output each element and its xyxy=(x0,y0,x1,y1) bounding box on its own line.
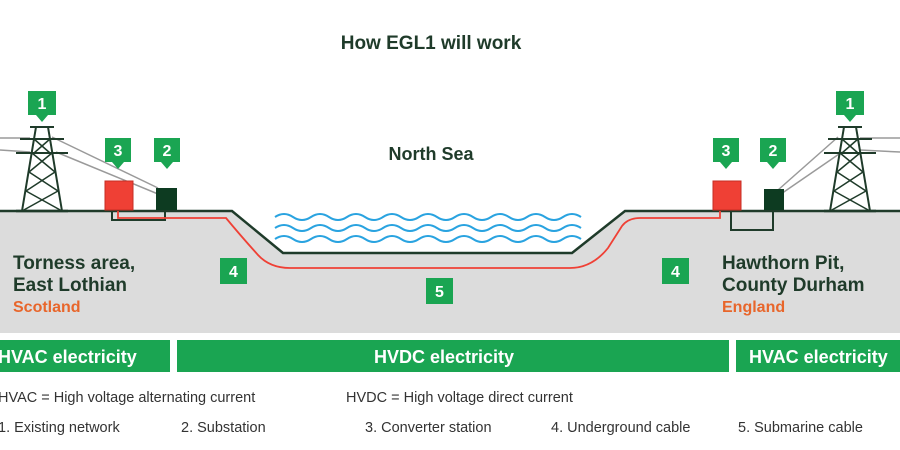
badge-underground-cable-left: 4 xyxy=(220,258,247,284)
legend-item-2: 2. Substation xyxy=(181,420,266,436)
badge-converter-station-left: 3 xyxy=(105,138,131,169)
svg-text:4: 4 xyxy=(229,264,238,281)
underground-link-left xyxy=(111,211,166,221)
band-hvac-left: HVAC electricity xyxy=(0,340,170,372)
badge-converter-station-right: 3 xyxy=(713,138,739,169)
converter-station-right xyxy=(712,180,742,211)
band-hvdc: HVDC electricity xyxy=(177,340,729,372)
legend-hvdc: HVDC = High voltage direct current xyxy=(346,390,573,406)
substation-left xyxy=(156,188,177,210)
sea-waves xyxy=(274,213,582,243)
existing-network-tower-right xyxy=(822,125,878,213)
badge-substation-right: 2 xyxy=(760,138,786,169)
badge-existing-network-left: 1 xyxy=(28,91,56,122)
band-hvac-right: HVAC electricity xyxy=(736,340,900,372)
overhead-lines xyxy=(0,136,900,197)
badge-substation-left: 2 xyxy=(154,138,180,169)
legend-item-5: 5. Submarine cable xyxy=(738,420,863,436)
left-country: Scotland xyxy=(13,299,81,316)
left-location-line2: East Lothian xyxy=(13,275,127,296)
svg-text:3: 3 xyxy=(114,143,123,160)
badge-submarine-cable: 5 xyxy=(426,278,453,304)
right-location-line1: Hawthorn Pit, xyxy=(722,253,844,274)
svg-text:3: 3 xyxy=(722,143,731,160)
badge-existing-network-right: 1 xyxy=(836,91,864,122)
svg-text:2: 2 xyxy=(769,143,778,160)
right-location-line2: County Durham xyxy=(722,275,865,296)
svg-text:1: 1 xyxy=(38,96,47,113)
ground-cross-section xyxy=(0,211,900,333)
badge-underground-cable-right: 4 xyxy=(662,258,689,284)
legend-item-3: 3. Converter station xyxy=(365,420,492,436)
svg-text:HVAC electricity: HVAC electricity xyxy=(0,347,137,367)
left-location-line1: Torness area, xyxy=(13,253,135,274)
svg-text:HVAC electricity: HVAC electricity xyxy=(749,347,888,367)
legend-item-1: 1. Existing network xyxy=(0,420,120,436)
svg-text:1: 1 xyxy=(846,96,855,113)
underground-link-right xyxy=(730,211,774,231)
svg-text:5: 5 xyxy=(435,284,444,301)
svg-text:4: 4 xyxy=(671,264,680,281)
legend-hvac: HVAC = High voltage alternating current xyxy=(0,390,255,406)
existing-network-tower-left xyxy=(14,125,70,213)
converter-station-left xyxy=(104,180,134,211)
right-country: England xyxy=(722,299,785,316)
diagram-title: How EGL1 will work xyxy=(341,33,522,54)
substation-right xyxy=(764,189,784,210)
svg-text:2: 2 xyxy=(163,143,172,160)
seabed-line xyxy=(0,209,900,255)
sea-label: North Sea xyxy=(388,144,474,164)
svg-text:HVDC electricity: HVDC electricity xyxy=(374,347,514,367)
legend-item-4: 4. Underground cable xyxy=(551,420,690,436)
hvdc-cable xyxy=(117,211,721,269)
